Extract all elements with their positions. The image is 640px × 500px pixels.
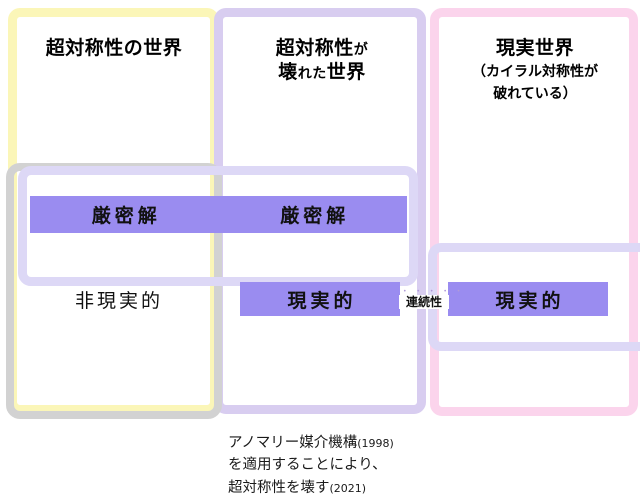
continuity-annotation: • • • • • 連続性	[399, 288, 465, 309]
column-header-line1-particle: が	[353, 42, 369, 58]
reality-label-column1: 非現実的	[74, 289, 163, 312]
exact-solution-label-column2: 厳密解	[280, 205, 350, 227]
column-subtitle-line1: （カイラル対称性が	[472, 64, 598, 81]
column-header-line2-kanji: 壊	[278, 61, 298, 84]
column-header-line2-tail: 世界	[326, 61, 366, 84]
caption-line3-text: 超対称性を壊す	[228, 479, 330, 496]
column-header-line1: 超対称性	[275, 37, 354, 59]
column-frame-real-world	[430, 8, 638, 416]
diagram-caption: アノマリー媒介機構(1998) を適用することにより、 超対称性を壊す(2021…	[228, 432, 528, 499]
reality-bar-column3: 現実的	[448, 282, 608, 316]
caption-line3-year: (2021)	[329, 481, 367, 495]
column-subtitle-line2: 破れている）	[493, 85, 577, 102]
exact-solution-label-column1: 厳密解	[91, 205, 161, 227]
continuity-label: 連続性	[399, 295, 449, 309]
column-header-broken-supersymmetry-world: 超対称性が 壊れた世界	[228, 36, 416, 85]
caption-line1-text: アノマリー媒介機構	[228, 435, 358, 451]
reality-bar-column2: 現実的	[240, 282, 400, 316]
emphasis-dots-icon: • • • • •	[403, 288, 465, 295]
column-header-supersymmetric-world: 超対称性の世界	[20, 36, 208, 60]
exact-solution-bar: 厳密解 厳密解	[30, 196, 407, 233]
caption-line1-year: (1998)	[357, 437, 394, 450]
caption-line2-text: を適用することにより、	[228, 457, 387, 474]
column-header-real-world: 現実世界 （カイラル対称性が 破れている）	[440, 36, 630, 103]
column-header-line2-kana: れた	[297, 66, 327, 83]
connector-frame-exact-solution	[18, 166, 418, 286]
column-header-label: 現実世界	[495, 37, 574, 59]
column-header-label: 超対称性の世界	[45, 37, 183, 59]
